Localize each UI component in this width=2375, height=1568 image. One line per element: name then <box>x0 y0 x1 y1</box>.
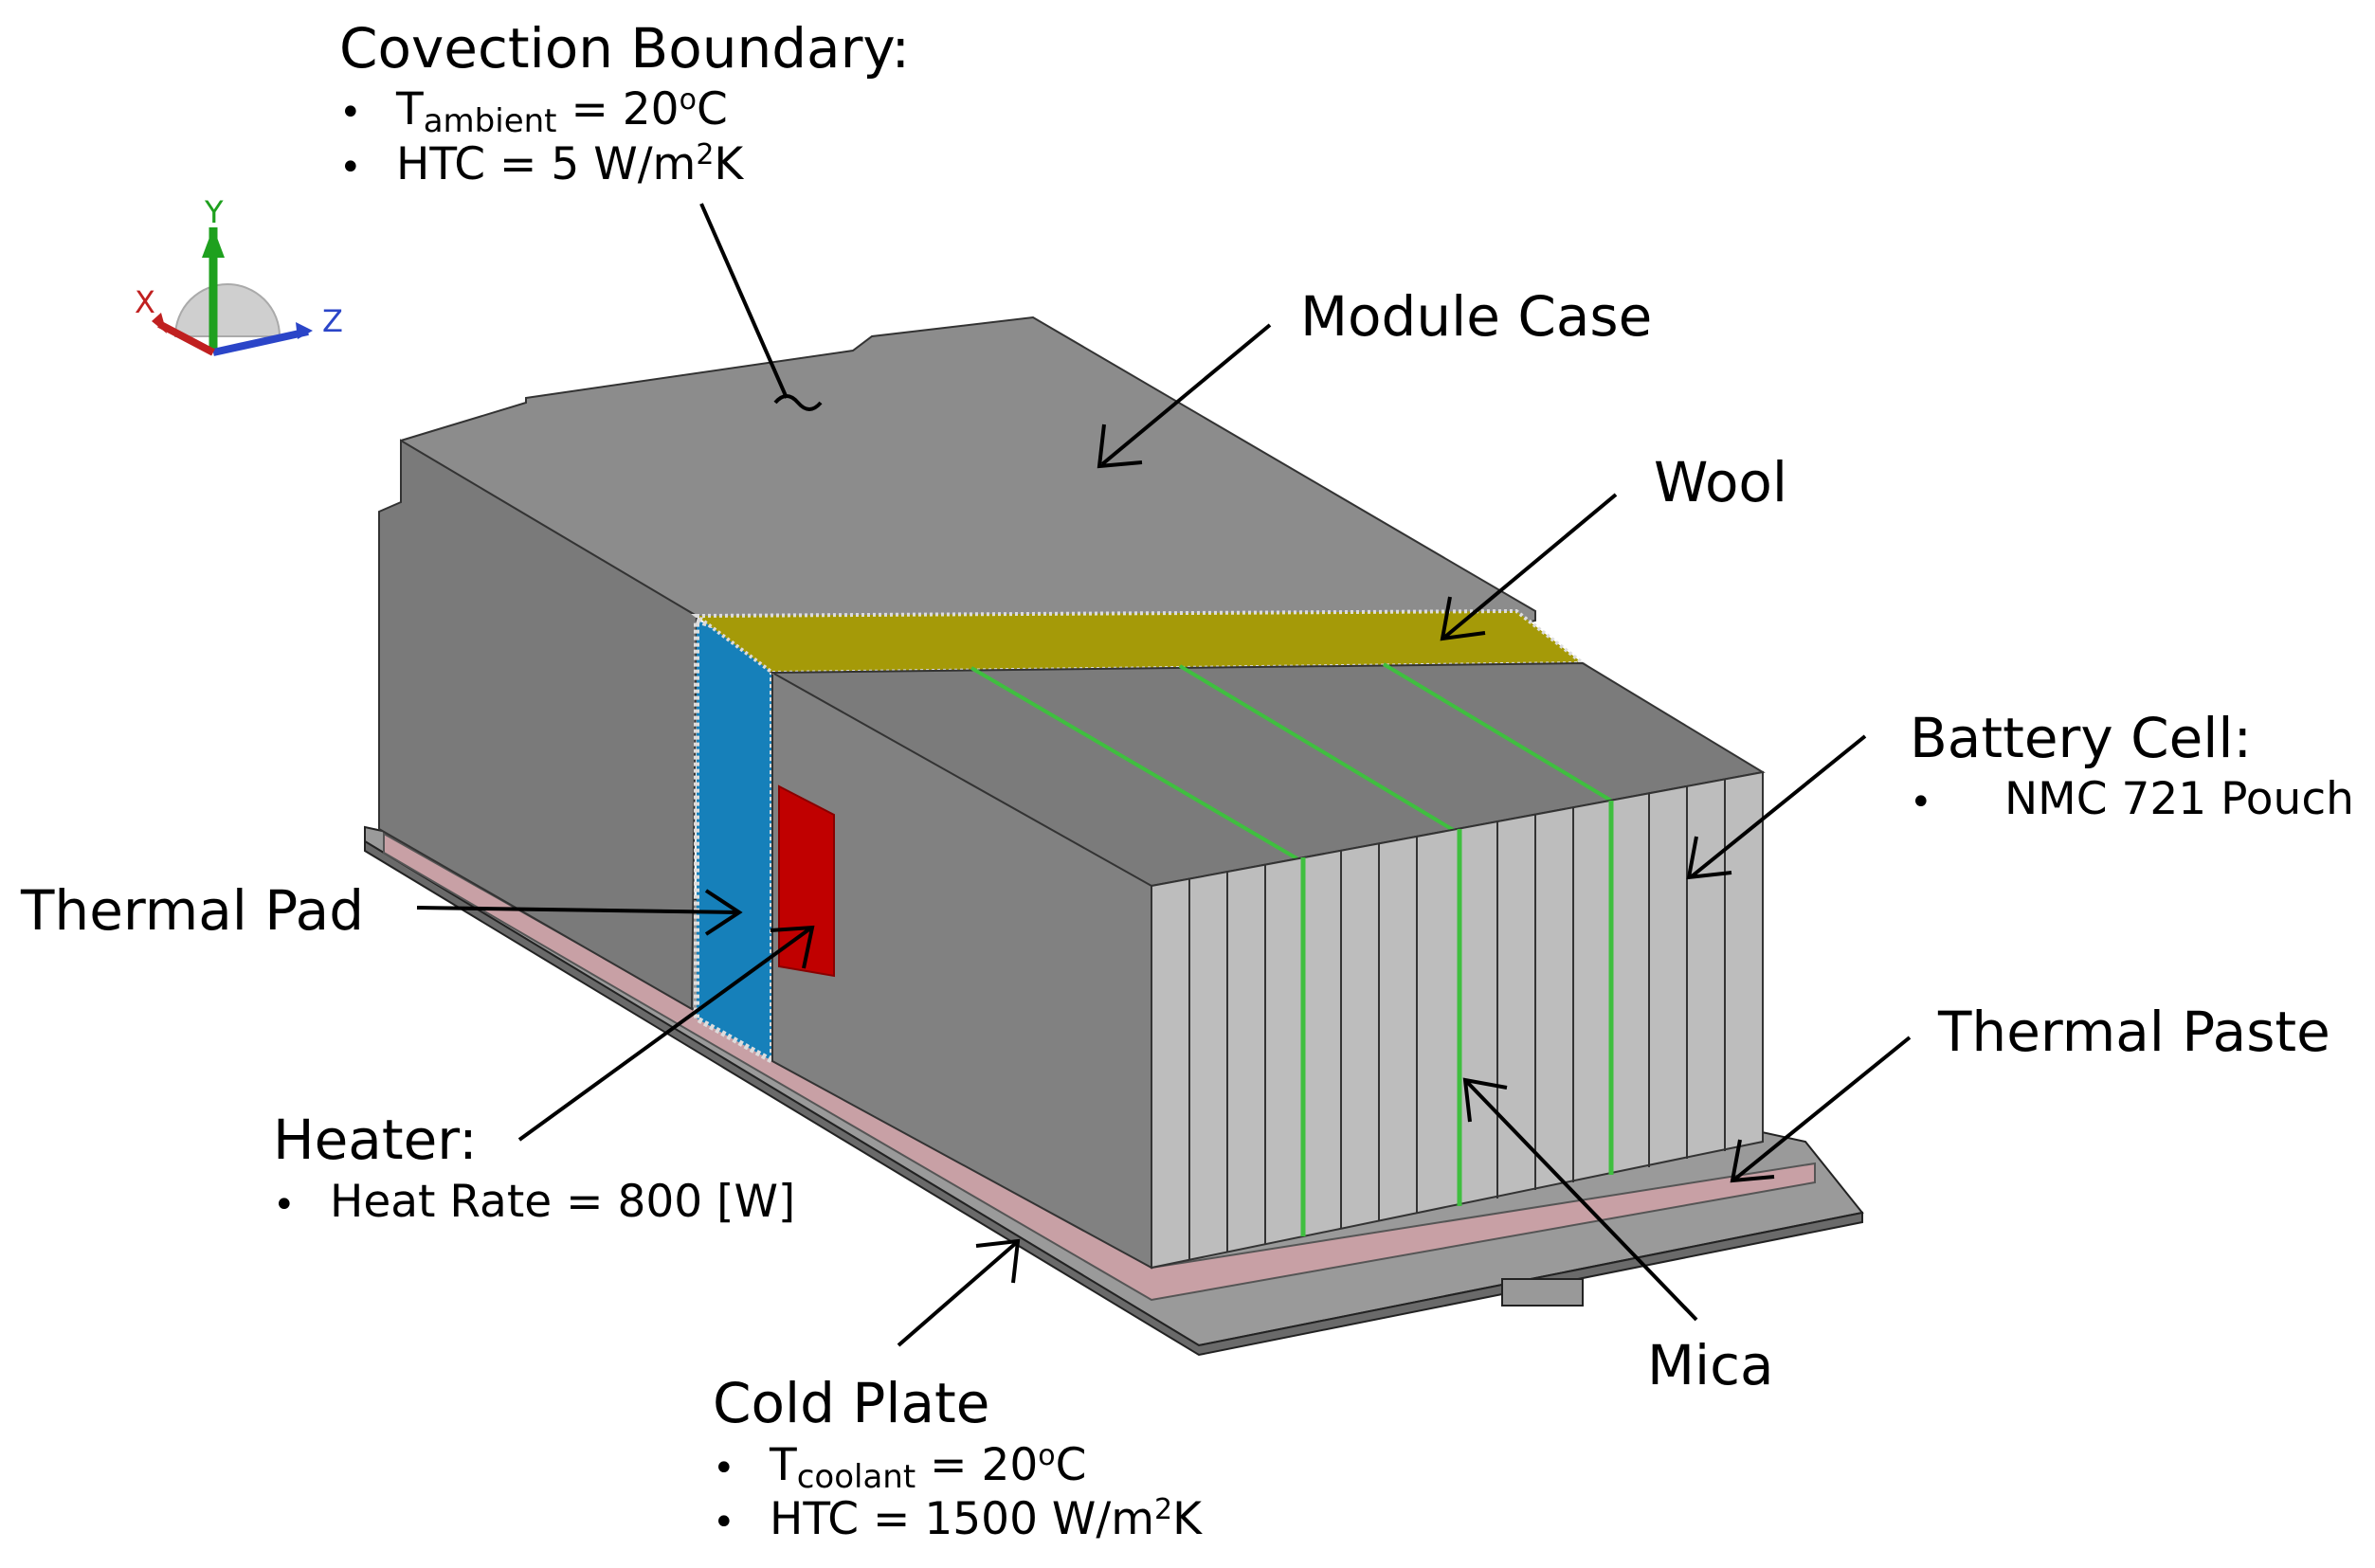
mica-label: Mica <box>1647 1333 1774 1397</box>
heater-title: Heater: <box>273 1108 478 1172</box>
leader-lines <box>416 203 1912 1347</box>
thermal-paste-label: Thermal Paste <box>1938 1000 2330 1064</box>
heater-heat-rate: •Heat Rate = 800 [W] <box>273 1176 796 1228</box>
bullet: • <box>713 1446 735 1490</box>
battery-cell-title: Battery Cell: <box>1910 706 2253 770</box>
bullet: • <box>713 1500 735 1544</box>
axis-y-label: Y <box>204 194 224 230</box>
cold-plate-title: Cold Plate <box>713 1371 990 1435</box>
battery-cell-arrow <box>1690 734 1867 878</box>
battery-cell-type: •NMC 721 Pouch <box>1910 773 2354 825</box>
thermal-pad <box>694 616 775 1067</box>
bullet: • <box>339 90 362 135</box>
cold-plate-tcoolant-line: •Tcoolant = 20oC <box>713 1439 1087 1496</box>
wool-arrow <box>1443 493 1618 639</box>
cold-plate-htc-line: •HTC = 1500 W/m2K <box>713 1493 1202 1545</box>
convection-htc-line: •HTC = 5 W/m2K <box>339 138 744 190</box>
axis-x-label: X <box>135 284 155 320</box>
thermal-paste-arrow <box>1732 1036 1912 1181</box>
mica-arrow <box>1465 1080 1698 1322</box>
bullet: • <box>1910 780 1932 824</box>
convection-tambient-line: •Tambient = 20oC <box>339 83 728 140</box>
heater-arrow <box>517 927 812 1142</box>
module-case-label: Module Case <box>1300 284 1653 349</box>
thermal-pad-label: Thermal Pad <box>21 878 365 943</box>
axis-z-label: Z <box>322 303 343 339</box>
thermal-pad-arrow <box>416 906 738 914</box>
wool-layer <box>691 608 1588 676</box>
bullet: • <box>339 145 362 189</box>
bullet: • <box>273 1182 296 1227</box>
module-case-arrow <box>1100 323 1272 466</box>
wool-label: Wool <box>1654 450 1788 514</box>
convection-leader <box>699 203 789 399</box>
axis-triad-icon: Y Z X <box>135 194 343 356</box>
cold-plate-arrow <box>897 1241 1018 1347</box>
battery-cell-stack <box>1151 770 1764 1270</box>
convection-boundary-title: Covection Boundary: <box>339 16 911 81</box>
